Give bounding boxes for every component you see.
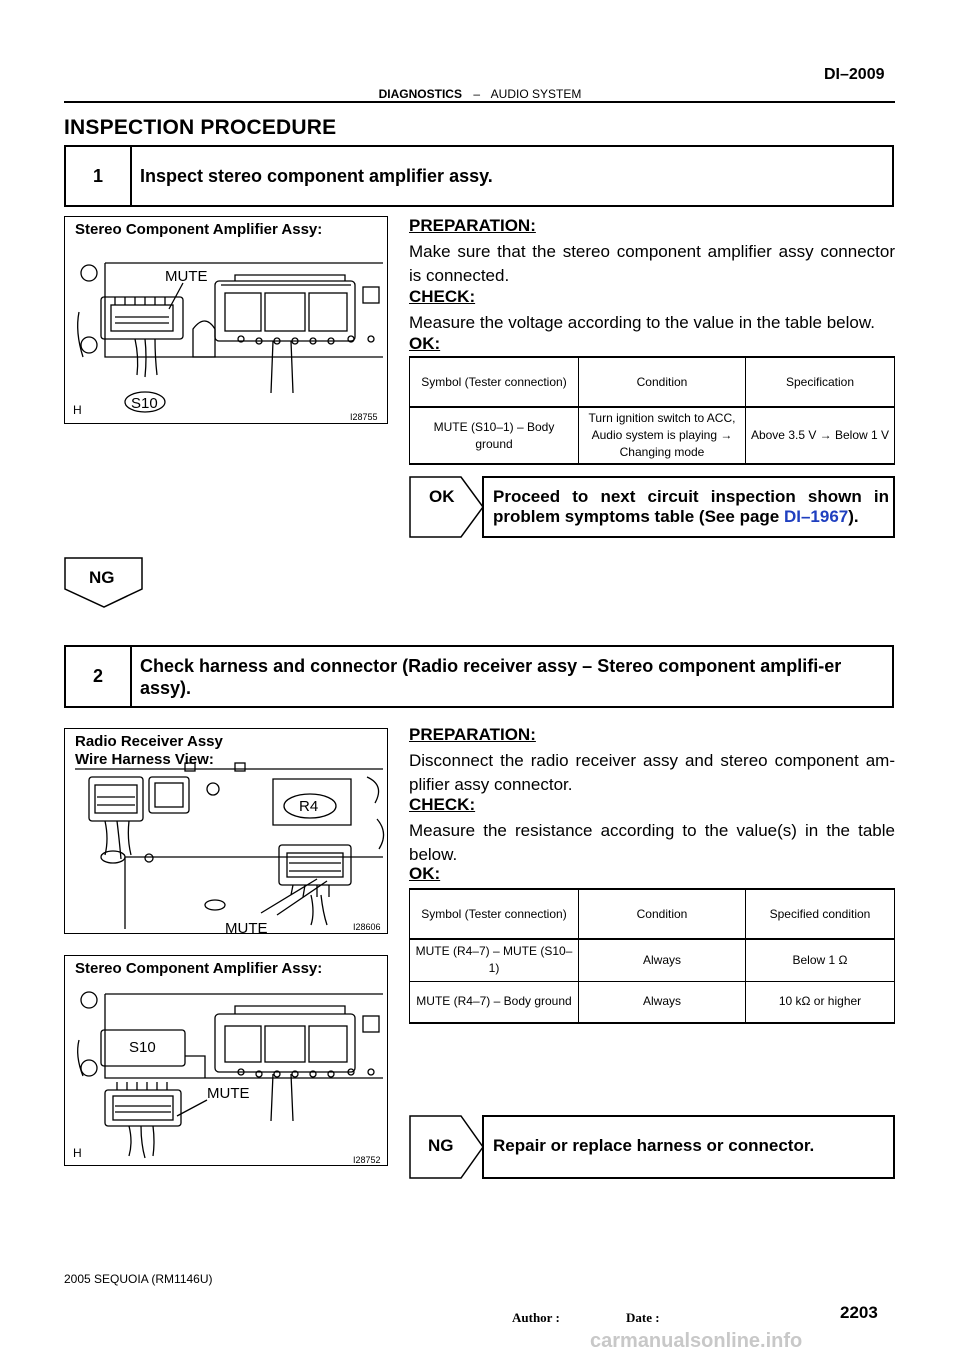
header-rule — [64, 101, 895, 103]
table-header-cell: Specification — [745, 356, 895, 408]
preparation-text: Make sure that the stereo component ampl… — [409, 242, 895, 285]
header-subsection: AUDIO SYSTEM — [490, 87, 582, 101]
step-1-header: 1 Inspect stereo component amplifier ass… — [64, 145, 894, 207]
s10-connector-label: S10 — [129, 1039, 156, 1056]
amplifier-connector-diagram: S10 MUTE H I28752 — [73, 991, 383, 1165]
table-cell: MUTE (S10–1) – Body ground — [409, 406, 579, 465]
table-cell: Above 3.5 V → Below 1 V — [745, 406, 895, 465]
table-cell: MUTE (R4–7) – MUTE (S10–1) — [409, 938, 579, 982]
figure-caption-line-1: Radio Receiver Assy — [75, 733, 223, 750]
table-header-row: Symbol (Tester connection) Condition Spe… — [409, 356, 895, 408]
step-2-number: 2 — [66, 647, 132, 706]
mute-callout: MUTE — [207, 1085, 250, 1102]
check-label: CHECK: — [409, 287, 476, 306]
voltage-spec-table: Symbol (Tester connection) Condition Spe… — [409, 356, 895, 465]
header-separator: – — [473, 87, 480, 101]
step-1-number: 1 — [66, 147, 132, 205]
preparation-label: PREPARATION: — [409, 216, 536, 235]
table-cell: Below 1 Ω — [745, 938, 895, 982]
table-cell: Turn ignition switch to ACC, Audio syste… — [578, 406, 746, 465]
watermark: carmanualsonline.info — [590, 1330, 803, 1352]
corner-mark: H — [73, 403, 82, 417]
figure-caption: Radio Receiver Assy Wire Harness View: — [75, 733, 223, 769]
r4-connector-label: R4 — [299, 798, 318, 815]
header-section: DIAGNOSTICS — [378, 87, 462, 101]
step-1-title: Inspect stereo component amplifier assy. — [140, 166, 493, 186]
ok-label: OK: — [409, 864, 441, 883]
ng-result-box: NG Repair or replace harness or connecto… — [409, 1115, 896, 1179]
corner-mark: H — [73, 1146, 82, 1160]
ng-tag: NG — [89, 568, 115, 587]
check-text: Measure the voltage according to the val… — [409, 313, 875, 332]
page-number: 2203 — [840, 1303, 878, 1322]
preparation-text: Disconnect the radio receiver assy and s… — [409, 751, 895, 794]
mute-callout: MUTE — [225, 920, 268, 934]
step-2-header: 2 Check harness and connector (Radio rec… — [64, 645, 894, 708]
table-row: MUTE (S10–1) – Body ground Turn ignition… — [409, 406, 895, 465]
page-title: INSPECTION PROCEDURE — [64, 116, 337, 139]
ng-result-text: Repair or replace harness or connector. — [493, 1136, 815, 1155]
table-header-cell: Condition — [578, 888, 746, 940]
ok-result-message: Proceed to next circuit inspection shown… — [493, 487, 889, 526]
resistance-spec-table: Symbol (Tester connection) Condition Spe… — [409, 888, 895, 1024]
running-header: DIAGNOSTICS – AUDIO SYSTEM — [0, 87, 960, 101]
table-row: MUTE (R4–7) – MUTE (S10–1) Always Below … — [409, 938, 895, 982]
figure-radio-receiver: R4 MUTE I28606 Radio Receiver Assy Wire … — [64, 728, 388, 934]
s10-connector-label: S10 — [131, 395, 158, 412]
figure-caption: Stereo Component Amplifier Assy: — [75, 221, 323, 238]
step-2-title: Check harness and connector (Radio recei… — [140, 655, 842, 698]
table-header-row: Symbol (Tester connection) Condition Spe… — [409, 888, 895, 940]
figure-id: I28752 — [353, 1155, 381, 1165]
ok-result-text: Proceed to next circuit inspection shown… — [493, 487, 889, 527]
figure-id: I28606 — [353, 922, 381, 932]
ok-tag: OK — [429, 487, 455, 506]
table-header-cell: Symbol (Tester connection) — [409, 356, 579, 408]
figure-stereo-amplifier-2: S10 MUTE H I28752 Stereo Component Ampli… — [64, 955, 388, 1166]
ok-result-box: OK Proceed to next circuit inspection sh… — [409, 476, 896, 538]
ng-flow-marker: NG — [64, 557, 144, 608]
table-cell: 10 kΩ or higher — [745, 980, 895, 1024]
figure-caption: Stereo Component Amplifier Assy: — [75, 960, 323, 977]
footer-model: 2005 SEQUOIA (RM1146U) — [64, 1272, 213, 1286]
check-text: Measure the resistance according to the … — [409, 821, 895, 864]
footer-author-label: Author : — [512, 1310, 560, 1325]
table-cell: Always — [578, 980, 746, 1024]
table-row: MUTE (R4–7) – Body ground Always 10 kΩ o… — [409, 980, 895, 1024]
table-header-cell: Symbol (Tester connection) — [409, 888, 579, 940]
mute-callout: MUTE — [165, 268, 208, 285]
table-header-cell: Specified condition — [745, 888, 895, 940]
figure-id: I28755 — [350, 412, 378, 422]
page-code: DI–2009 — [824, 66, 885, 83]
ok-result-message-end: ). — [848, 507, 859, 526]
page-link[interactable]: DI–1967 — [783, 507, 849, 526]
figure-stereo-amplifier-1: MUTE S10 H I28755 Stereo Component Ampli… — [64, 216, 388, 424]
check-label: CHECK: — [409, 795, 476, 814]
figure-caption-line-2: Wire Harness View: — [75, 751, 214, 768]
table-cell: MUTE (R4–7) – Body ground — [409, 980, 579, 1024]
table-header-cell: Condition — [578, 356, 746, 408]
footer-date-label: Date : — [626, 1310, 660, 1325]
ok-label: OK: — [409, 334, 441, 353]
radio-harness-diagram: R4 MUTE I28606 — [75, 762, 385, 934]
table-cell: Always — [578, 938, 746, 982]
amplifier-connector-diagram: MUTE S10 H I28755 — [73, 262, 383, 422]
preparation-label: PREPARATION: — [409, 725, 536, 744]
ng-tag: NG — [428, 1136, 454, 1155]
